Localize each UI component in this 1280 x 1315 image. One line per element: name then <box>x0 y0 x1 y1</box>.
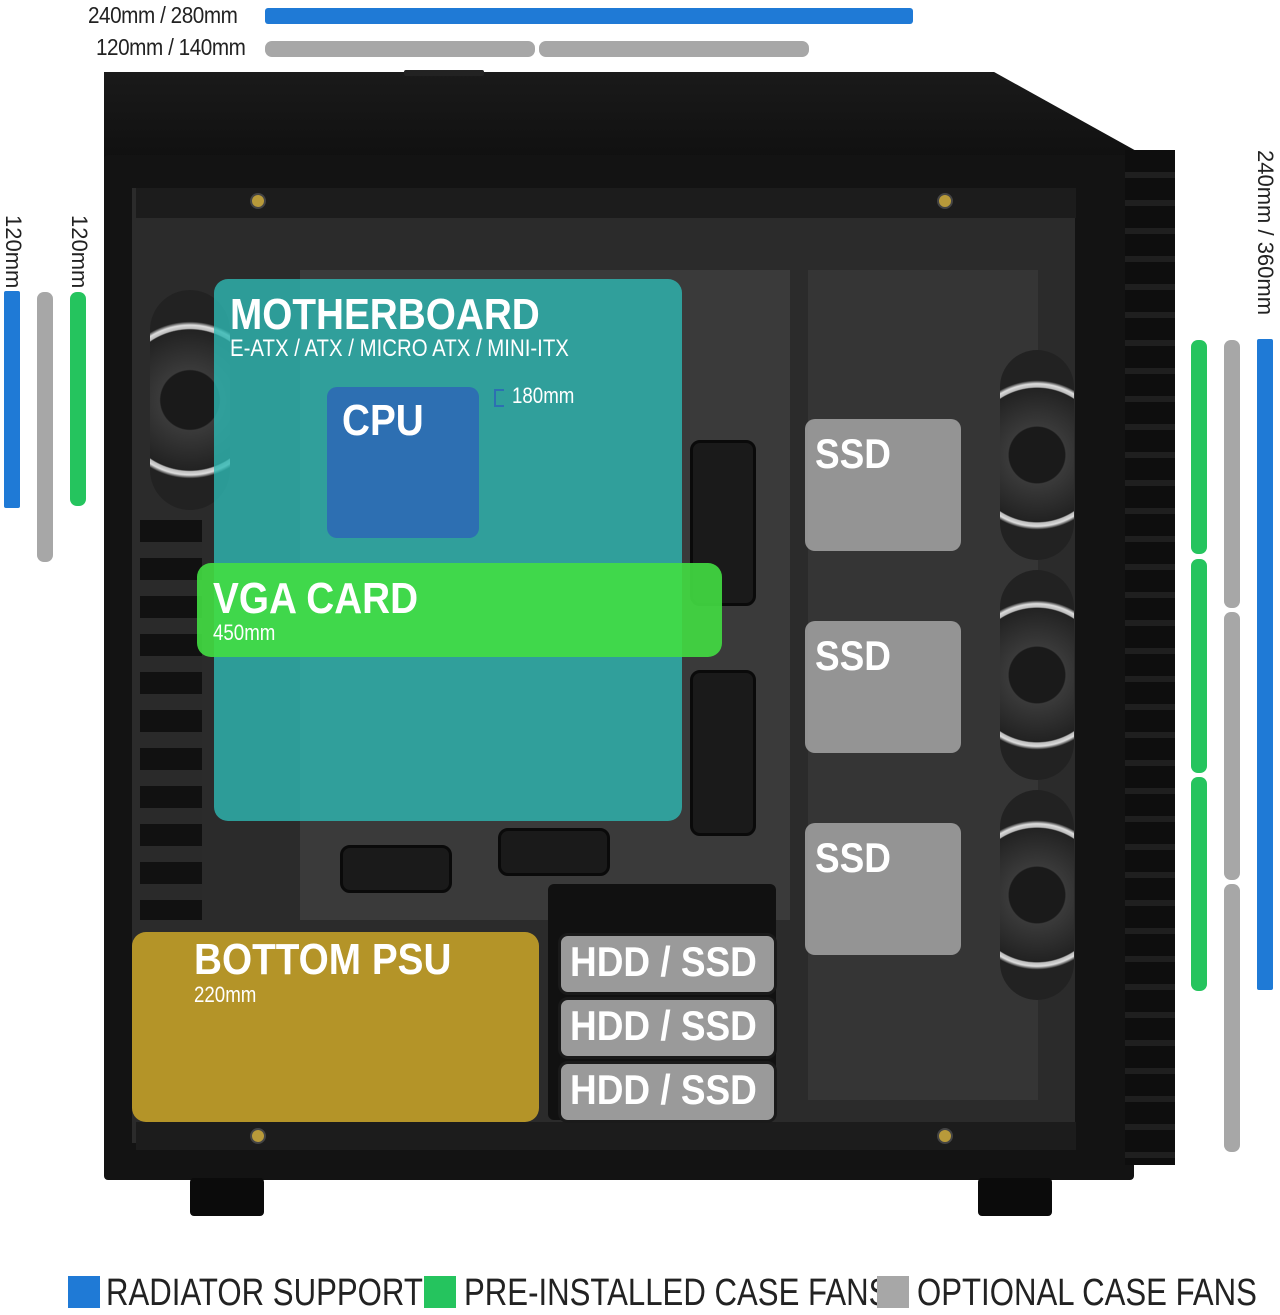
top-radiator-label: 240mm / 280mm <box>88 2 238 28</box>
ssd-slot-1 <box>805 419 961 551</box>
cable-grommet <box>340 845 452 893</box>
ssd-label-1: SSD <box>815 430 891 477</box>
legend-swatch-preinstalled <box>424 1276 456 1308</box>
ssd-slot-3 <box>805 823 961 955</box>
screw <box>937 1128 953 1144</box>
right-preinstalled-fan-bar-1 <box>1191 340 1207 554</box>
cpu-cooler-height: 180mm <box>512 383 575 408</box>
right-preinstalled-fan-bar-3 <box>1191 777 1207 991</box>
cpu-area <box>327 387 479 538</box>
vga-length: 450mm <box>213 620 276 645</box>
cpu-title: CPU <box>342 396 424 445</box>
top-radiator-bar <box>265 8 913 24</box>
case-top-vent <box>404 70 484 76</box>
rear-expansion-slots <box>140 520 202 920</box>
ssd-label-2: SSD <box>815 632 891 679</box>
cable-grommet <box>498 828 610 876</box>
front-fan-1 <box>1000 350 1074 560</box>
psu-title: BOTTOM PSU <box>194 935 452 984</box>
front-fan-2 <box>1000 570 1074 780</box>
psu-length: 220mm <box>194 982 257 1007</box>
legend-label-optional: OPTIONAL CASE FANS <box>917 1272 1257 1314</box>
hdd-slot-1 <box>558 933 777 995</box>
psu-area <box>132 932 539 1122</box>
ssd-label-3: SSD <box>815 834 891 881</box>
vga-title: VGA CARD <box>213 574 419 623</box>
legend-swatch-optional <box>877 1276 909 1308</box>
left-radiator-label: 120mm <box>1 215 26 289</box>
ssd-slot-2 <box>805 621 961 753</box>
hdd-slot-2 <box>558 997 777 1059</box>
legend-label-radiator: RADIATOR SUPPORT <box>106 1272 423 1314</box>
hdd-label-1: HDD / SSD <box>570 938 757 985</box>
cpu-cooler-height-marker <box>494 389 504 407</box>
case-top-frame <box>136 188 1076 218</box>
motherboard-subtitle: E-ATX / ATX / MICRO ATX / MINI-ITX <box>230 335 569 362</box>
screw <box>937 193 953 209</box>
hdd-label-3: HDD / SSD <box>570 1066 757 1113</box>
front-fan-3 <box>1000 790 1074 1000</box>
right-optional-fan-bar-1 <box>1224 340 1240 608</box>
legend-swatch-radiator <box>68 1276 100 1308</box>
vga-card-area <box>197 563 722 657</box>
hdd-slot-3 <box>558 1061 777 1123</box>
case-foot-right <box>978 1178 1052 1216</box>
right-radiator-bar <box>1257 339 1273 990</box>
left-radiator-bar <box>4 291 20 508</box>
left-preinstalled-fan-bar <box>70 292 86 506</box>
hdd-label-2: HDD / SSD <box>570 1002 757 1049</box>
right-optional-fan-bar-2 <box>1224 612 1240 880</box>
right-radiator-label: 240mm / 360mm <box>1253 150 1278 316</box>
cable-grommet <box>690 670 756 836</box>
left-optional-fan-bar <box>37 292 53 562</box>
top-optional-fan-bar-1 <box>265 41 535 57</box>
top-optional-fan-bar-2 <box>539 41 809 57</box>
case-bottom-frame <box>136 1122 1076 1150</box>
motherboard-area <box>214 279 682 821</box>
screw <box>250 193 266 209</box>
left-fan-label: 120mm <box>67 215 92 289</box>
top-fan-label: 120mm / 140mm <box>96 34 246 60</box>
motherboard-title: MOTHERBOARD <box>230 290 540 339</box>
case-foot-left <box>190 1178 264 1216</box>
right-optional-fan-bar-3 <box>1224 884 1240 1152</box>
case-front-panel <box>1125 150 1175 1165</box>
right-preinstalled-fan-bar-2 <box>1191 559 1207 773</box>
screw <box>250 1128 266 1144</box>
legend-label-preinstalled: PRE-INSTALLED CASE FANS <box>464 1272 890 1314</box>
